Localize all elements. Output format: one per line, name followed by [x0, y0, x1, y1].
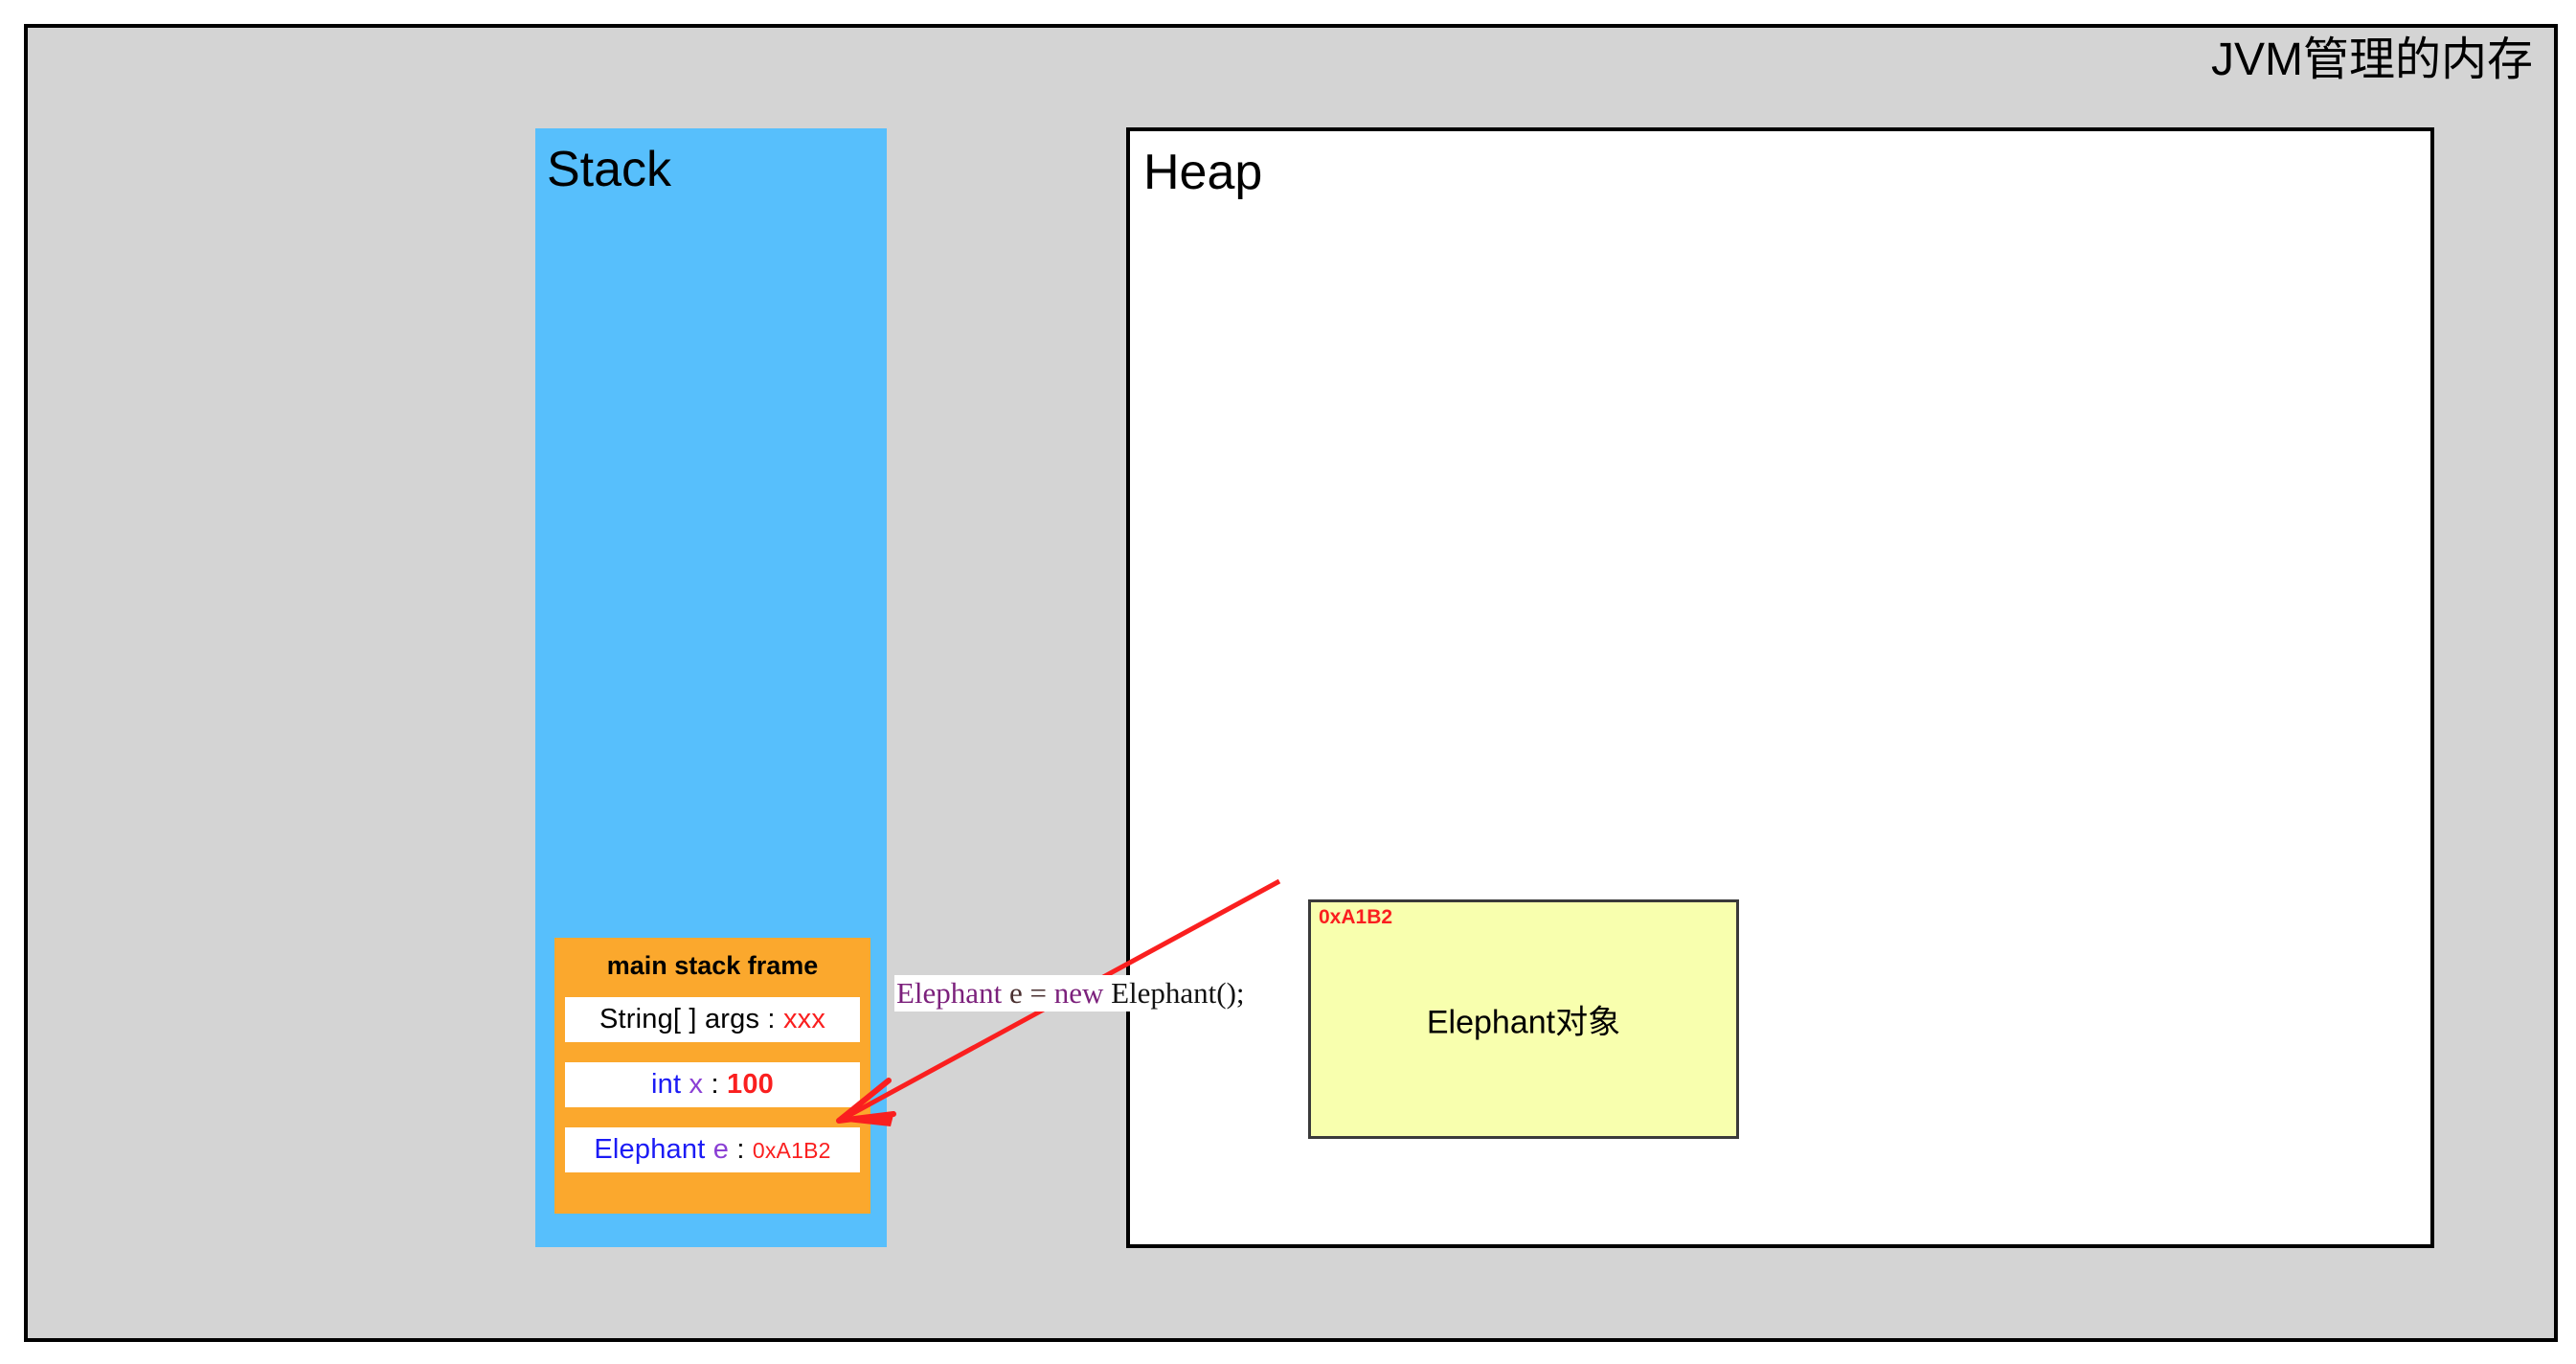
stack-title: Stack: [547, 142, 672, 197]
slot-args-separator: :: [759, 1004, 783, 1034]
stack-slot-args-text: String[ ] args : xxx: [599, 1004, 825, 1035]
slot-args-value: xxx: [782, 1004, 826, 1034]
slot-args-var: args: [704, 1004, 760, 1034]
slot-e-var: e: [712, 1134, 730, 1165]
code-identifier: e: [1002, 976, 1030, 1010]
stack-slot-x-text: int x : 100: [651, 1069, 774, 1101]
stack-slot-x[interactable]: int x : 100: [565, 1062, 860, 1107]
main-stack-frame: main stack frame String[ ] args : xxx in…: [554, 938, 870, 1214]
page-title: JVM管理的内存: [2210, 34, 2533, 85]
slot-x-spacer: [681, 1069, 689, 1100]
slot-x-var: x: [689, 1069, 704, 1100]
stack-region: Stack main stack frame String[ ] args : …: [535, 128, 887, 1247]
slot-x-value: 100: [726, 1069, 774, 1100]
stack-slot-args[interactable]: String[ ] args : xxx: [565, 997, 860, 1042]
code-declared-type: Elephant: [896, 976, 1003, 1010]
slot-x-separator: :: [703, 1069, 727, 1100]
heap-object-label: Elephant对象: [1426, 1004, 1621, 1041]
slot-args-type: String[ ]: [599, 1004, 697, 1034]
slot-x-type: int: [651, 1069, 682, 1100]
slot-e-spacer: [705, 1134, 712, 1165]
heap-title: Heap: [1143, 145, 1263, 200]
code-constructor: Elephant();: [1103, 976, 1245, 1010]
heap-object-box[interactable]: 0xA1B2 Elephant对象: [1308, 899, 1739, 1139]
slot-e-separator: :: [729, 1134, 753, 1165]
jvm-memory-container: JVM管理的内存 Stack main stack frame String[ …: [24, 24, 2558, 1342]
stack-slot-e[interactable]: Elephant e : 0xA1B2: [565, 1127, 860, 1172]
slot-e-type: Elephant: [594, 1134, 706, 1165]
heap-object-address: 0xA1B2: [1319, 906, 1393, 928]
stack-slot-e-text: Elephant e : 0xA1B2: [594, 1134, 830, 1166]
slot-args-spacer: [697, 1004, 705, 1034]
slot-e-value: 0xA1B2: [752, 1138, 831, 1163]
stack-frame-title: main stack frame: [606, 951, 819, 980]
code-new-keyword: new: [1053, 976, 1104, 1010]
code-equals: =: [1029, 976, 1054, 1010]
code-statement-label: Elephant e = new Elephant();: [894, 975, 1247, 1012]
